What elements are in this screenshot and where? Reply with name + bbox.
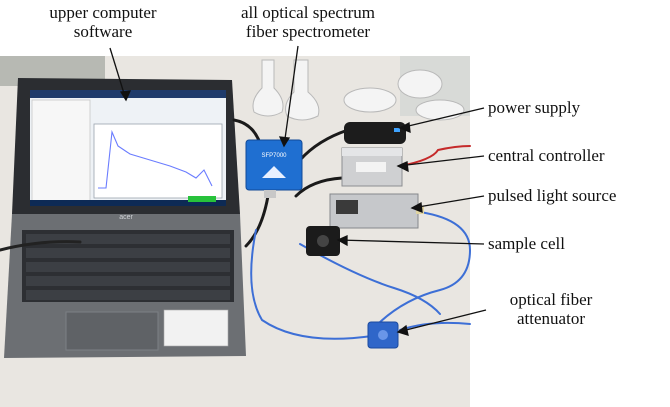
pointer-central-controller bbox=[397, 155, 485, 167]
controller-top bbox=[342, 148, 402, 156]
label-attenuator-line1: optical fiber bbox=[509, 290, 593, 309]
pointer-pulsed-light-source bbox=[411, 195, 485, 209]
pointer-attenuator bbox=[397, 309, 487, 333]
attenuator-device bbox=[367, 321, 399, 349]
fiber-sample bbox=[299, 243, 441, 315]
label-spectrometer-line2: fiber spectrometer bbox=[245, 22, 371, 41]
controller-label bbox=[356, 162, 386, 172]
power-cable bbox=[298, 128, 350, 162]
pointer-sample-cell bbox=[337, 239, 485, 245]
label-attenuator: optical fiber attenuator bbox=[486, 290, 616, 328]
laptop-sticker bbox=[163, 309, 229, 347]
label-upper-computer-line1: upper computer bbox=[49, 3, 157, 22]
controller-cable bbox=[294, 176, 344, 198]
spectrometer-badge-text: SFP7000 bbox=[261, 153, 287, 159]
cables bbox=[0, 118, 472, 340]
central-controller-device bbox=[341, 147, 403, 187]
screen-green-button bbox=[188, 196, 216, 202]
red-cable bbox=[399, 145, 471, 167]
pointer-lines bbox=[109, 45, 487, 336]
screen-plot bbox=[93, 123, 223, 199]
spectrometer-logo-icon bbox=[262, 166, 286, 178]
screen-spectrum-curve bbox=[98, 129, 213, 189]
laptop-brand-text: acer bbox=[119, 214, 133, 221]
screen-taskbar bbox=[30, 200, 226, 206]
keyboard-keys bbox=[26, 234, 230, 300]
light-source-connector bbox=[336, 200, 358, 214]
pointer-spectrometer bbox=[283, 45, 299, 147]
spectrometer-body bbox=[245, 139, 303, 191]
touchpad bbox=[65, 311, 159, 351]
attenuator-knob bbox=[378, 330, 388, 340]
spectrometer-device: SFP7000 bbox=[245, 139, 303, 198]
left-power-cable bbox=[0, 240, 82, 252]
fiber-source bbox=[371, 211, 472, 331]
sample-cell-port bbox=[317, 235, 329, 247]
label-spectrometer: all optical spectrum fiber spectrometer bbox=[208, 3, 408, 41]
spectrometer-usb-cable bbox=[244, 194, 270, 248]
label-pulsed-light-source: pulsed light source bbox=[488, 186, 617, 205]
power-supply-led bbox=[394, 128, 400, 132]
label-power-supply: power supply bbox=[488, 98, 581, 117]
power-supply-device bbox=[344, 122, 406, 144]
label-upper-computer-line2: software bbox=[73, 22, 133, 41]
label-upper-computer: upper computer software bbox=[28, 3, 178, 41]
pulsed-light-source-device bbox=[329, 193, 424, 229]
label-spectrometer-line1: all optical spectrum bbox=[240, 3, 376, 22]
screen-panel bbox=[31, 99, 91, 205]
spectrometer-connector bbox=[264, 190, 276, 198]
laptop: acer bbox=[4, 78, 246, 358]
fiber-main bbox=[250, 229, 373, 340]
sample-cell-device bbox=[306, 226, 340, 256]
label-central-controller: central controller bbox=[488, 146, 605, 165]
label-attenuator-line2: attenuator bbox=[517, 309, 585, 328]
power-supply-brick bbox=[344, 122, 406, 144]
label-sample-cell: sample cell bbox=[488, 234, 565, 253]
glassware bbox=[252, 59, 465, 121]
pointer-power-supply bbox=[399, 107, 485, 129]
